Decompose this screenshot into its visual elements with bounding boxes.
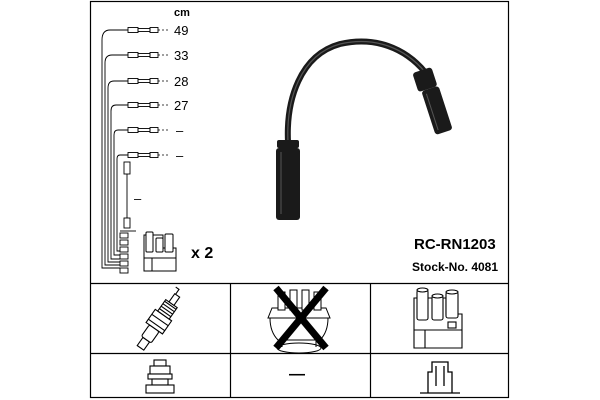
flat-terminal-icon xyxy=(420,361,460,394)
lead-length-5: – xyxy=(176,123,184,138)
bundle-end-caps xyxy=(119,232,129,274)
lead-length-4: 27 xyxy=(174,98,189,113)
round-terminal-icon xyxy=(145,359,175,394)
quantity-label: x 2 xyxy=(191,245,214,262)
lead-connector xyxy=(127,27,159,33)
lead-connector xyxy=(127,127,159,133)
lead-length-6: – xyxy=(176,148,184,163)
vertical-lead xyxy=(120,161,136,232)
lead-connector xyxy=(127,102,159,108)
lead-length-2: 33 xyxy=(174,48,189,63)
lead-connector xyxy=(127,78,159,84)
lead-length-1: 49 xyxy=(174,23,189,38)
lead-connector xyxy=(127,152,159,158)
frame-lines xyxy=(89,0,510,399)
spark-plug-icon xyxy=(136,286,181,351)
lead-legend-diagram xyxy=(101,27,170,274)
not-applicable-cross xyxy=(273,285,329,351)
unit-label: cm xyxy=(174,7,190,19)
vertical-lead-length: – xyxy=(134,191,142,206)
stock-number: Stock-No. 4081 xyxy=(412,260,499,274)
lead-length-3: 28 xyxy=(174,74,189,89)
coil-pack-small-icon xyxy=(143,231,177,272)
ignition-cable-illustration xyxy=(276,38,452,220)
ignition-coil-icon xyxy=(413,287,463,349)
lead-connector xyxy=(127,52,159,58)
part-code: RC-RN1203 xyxy=(414,236,496,253)
terminal-middle-dash: — xyxy=(289,366,305,383)
